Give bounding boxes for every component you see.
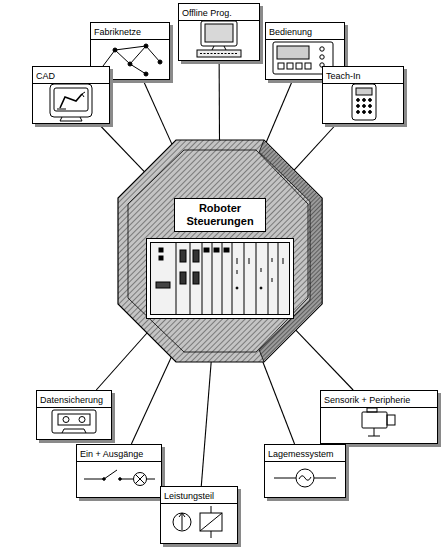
box-title: Teach-In (326, 71, 361, 82)
power-unit-icon (173, 506, 222, 538)
title-strip: Bedienung (266, 23, 344, 40)
switch-lamp-icon (84, 470, 155, 486)
connector-line (263, 362, 295, 444)
connector-line (131, 357, 171, 444)
box-title: Offline Prog. (182, 8, 232, 19)
computer-icon (197, 21, 241, 57)
function-box: Offline Prog. (178, 3, 260, 61)
title-strip: Ein + Ausgänge (77, 445, 161, 462)
cad-monitor-icon (50, 84, 92, 121)
connector-line (219, 61, 220, 140)
connector-line (143, 80, 172, 144)
teach-pendant-icon (352, 84, 376, 120)
controller-rack-illustration (146, 238, 294, 320)
title-strip: Offline Prog. (179, 4, 259, 21)
function-box: Lagemessystem (264, 444, 346, 498)
connector-line (96, 333, 147, 390)
title-strip: Lagemessystem (265, 445, 345, 462)
box-title: Bedienung (269, 27, 312, 38)
function-box: Datensicherung (36, 390, 112, 440)
box-title: Fabriknetze (94, 27, 141, 38)
connector-line (294, 124, 336, 170)
housing-inner-edge (128, 150, 308, 352)
connector-line (99, 124, 145, 172)
box-title: Lagemessystem (268, 449, 334, 460)
camera-icon (362, 408, 395, 436)
connector-line (266, 80, 292, 142)
title-strip: Sensorik + Peripherie (321, 391, 437, 408)
encoder-icon (274, 469, 336, 487)
box-title: Ein + Ausgänge (80, 449, 143, 460)
function-box: CAD (32, 66, 110, 124)
function-box: Ein + Ausgänge (76, 444, 162, 498)
housing-outline (118, 140, 322, 362)
function-box: Leistungsteil (160, 486, 238, 544)
title-strip: Datensicherung (37, 391, 111, 408)
box-title: Sensorik + Peripherie (324, 395, 410, 406)
title-strip: Teach-In (323, 67, 403, 84)
connector-line (201, 362, 211, 486)
box-title: CAD (36, 71, 55, 82)
title-strip: Fabriknetze (91, 23, 169, 40)
box-title: Leistungsteil (164, 491, 214, 502)
box-title: Datensicherung (40, 395, 103, 406)
connector-line (296, 330, 353, 390)
function-box: Sensorik + Peripherie (320, 390, 438, 444)
box-title: Roboter Steuerungen (181, 202, 259, 228)
title-box: Roboter Steuerungen (174, 198, 266, 232)
cassette-icon (52, 410, 96, 433)
title-strip: Leistungsteil (161, 487, 237, 504)
title-strip: CAD (33, 67, 109, 84)
function-box: Teach-In (322, 66, 404, 124)
